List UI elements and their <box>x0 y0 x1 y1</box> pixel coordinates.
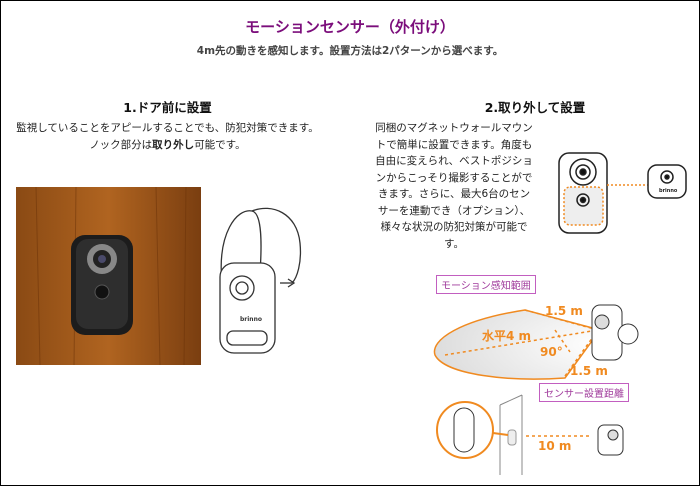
text-line: トで簡単に設置できます。角度も <box>375 138 533 151</box>
section1-line2: ノック部分は取り外し可能です。 <box>0 137 335 154</box>
text-line: ンからこっそり撮影することがで <box>375 171 533 184</box>
motion-range-diagram: 1.5 m 水平4 m 90° 1.5 m 10 m <box>433 304 639 475</box>
side-top-label: 1.5 m <box>545 304 583 318</box>
section1-heading: 1.ドア前に設置 <box>123 100 212 115</box>
distance-label: 10 m <box>538 439 571 453</box>
doorbell-device-sketch: brinno <box>219 207 302 354</box>
text-line: サーを連動でき（オプション）、 <box>377 204 531 217</box>
section1-line1: 監視していることをアピールすることでも、防犯対策できます。 <box>16 122 319 134</box>
sensor-distance-label: センサー設置距離 <box>539 383 629 402</box>
section2-text: 同梱のマグネットウォールマウン トで簡単に設置できます。角度も 自由に変えられ、… <box>368 120 540 252</box>
bold-text: 取り外し <box>152 138 195 151</box>
horizontal-label: 水平4 m <box>482 328 531 343</box>
section2-heading: 2.取り外して設置 <box>484 100 586 115</box>
brand-logo: brinno <box>240 316 262 323</box>
text-line: 同梱のマグネットウォールマウン <box>375 122 533 134</box>
text-line: 自由に変えられ、ベストポジショ <box>375 155 533 167</box>
section1-text: 監視していることをアピールすることでも、防犯対策できます。 ノック部分は取り外し… <box>0 120 335 153</box>
page-title: モーションセンサー（外付け） <box>245 18 455 36</box>
door-photo <box>16 187 201 365</box>
text: ノック部分は <box>89 138 153 151</box>
page-subtitle: 4m先の動きを感知します。設置方法は2パターンから選べます。 <box>196 45 504 57</box>
brand-logo: brinno <box>659 188 678 194</box>
text-line: きます。さらに、最大6台のセン <box>377 188 531 200</box>
text-line: 様々な状況の防犯対策が可能で <box>380 221 528 233</box>
camera-mount-illustration: brinno <box>558 152 687 234</box>
text-line: す。 <box>444 237 464 250</box>
motion-range-label: モーション感知範囲 <box>436 275 536 294</box>
angle-label: 90° <box>540 345 563 359</box>
side-bottom-label: 1.5 m <box>570 364 608 378</box>
text: 可能です。 <box>194 138 246 151</box>
